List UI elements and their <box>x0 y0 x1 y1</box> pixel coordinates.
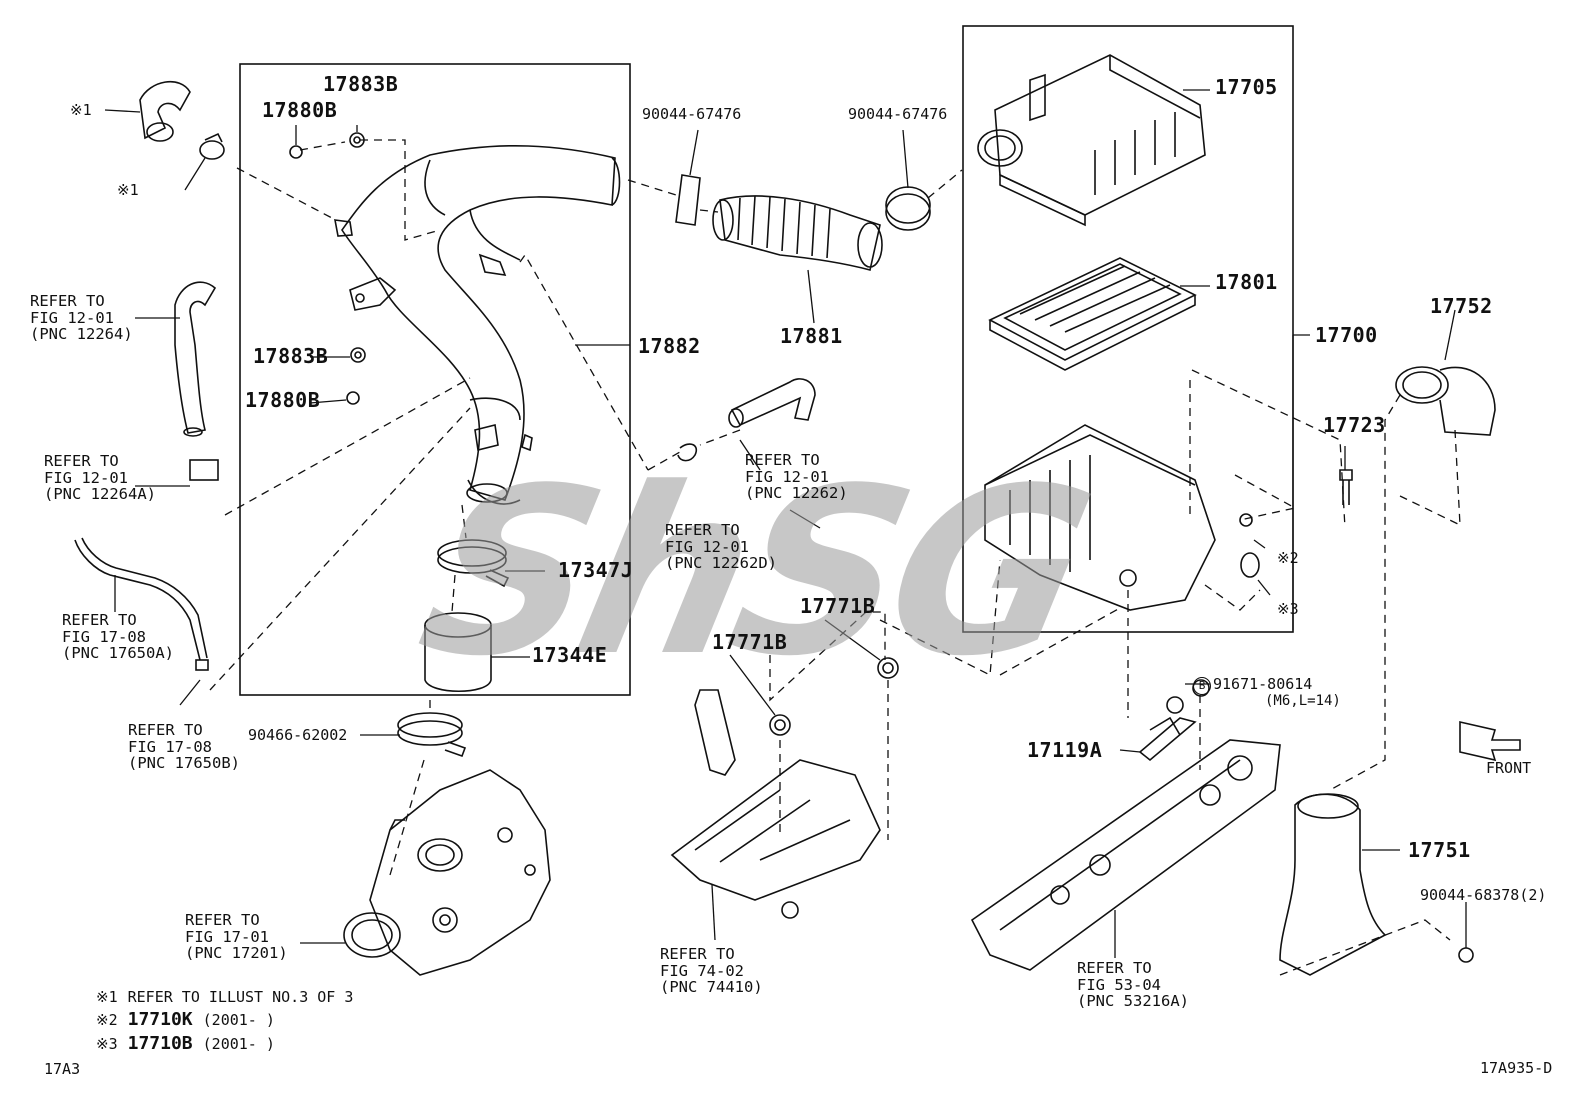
footnote-1: ※1 REFER TO ILLUST NO.3 OF 3 <box>96 988 354 1006</box>
figure-id: 17A935-D <box>1480 1059 1553 1077</box>
intake-pipe-group-box <box>239 63 631 696</box>
part-17771B-a: 17771B <box>712 630 788 654</box>
footnote-2: ※2 17710K (2001- ) <box>96 1008 275 1030</box>
part-17119A: 17119A <box>1027 738 1103 762</box>
part-17880B-mid: 17880B <box>245 388 321 412</box>
mark-1-top: ※1 <box>70 101 92 119</box>
duct-17751 <box>1279 793 1474 976</box>
bracket-74410 <box>670 657 899 919</box>
part-17801: 17801 <box>1215 270 1278 294</box>
mark-3: ※3 <box>1277 600 1299 618</box>
part-17880B-top: 17880B <box>262 98 338 122</box>
duct-17752 <box>1395 366 1496 436</box>
crossmember-53216A <box>970 696 1281 971</box>
page-id: 17A3 <box>44 1060 81 1078</box>
part-17881: 17881 <box>780 324 843 348</box>
part-90466-62002: 90466-62002 <box>248 726 348 744</box>
part-17344E: 17344E <box>532 643 608 667</box>
air-cleaner-cap-17705 <box>977 54 1206 227</box>
sleeve-17344E <box>424 612 492 693</box>
front-arrow-icon <box>1459 720 1521 762</box>
part-17752: 17752 <box>1430 294 1493 318</box>
hose-mark1 <box>139 80 225 160</box>
hose-12262 <box>677 378 816 462</box>
part-91671-spec: (M6,L=14) <box>1265 693 1341 709</box>
bolt-b-icon: B <box>1193 677 1211 695</box>
part-17883B-top: 17883B <box>323 72 399 96</box>
part-17347J: 17347J <box>558 558 634 582</box>
part-91671-80614: 91671-80614 <box>1213 675 1313 693</box>
clamp-17347J <box>437 539 510 588</box>
part-17883B-mid: 17883B <box>253 344 329 368</box>
part-17771B-b: 17771B <box>800 594 876 618</box>
footnote-3: ※3 17710B (2001- ) <box>96 1032 275 1054</box>
intake-pipe-17882 <box>334 144 621 505</box>
part-17751: 17751 <box>1408 838 1471 862</box>
part-90044-67476-b: 90044-67476 <box>848 105 948 123</box>
part-17705: 17705 <box>1215 75 1278 99</box>
mark-1-bottom: ※1 <box>117 181 139 199</box>
throttle-body <box>343 769 551 976</box>
footnotes: ※1 REFER TO ILLUST NO.3 OF 3 ※2 17710K (… <box>96 988 353 1055</box>
part-90044-67476-a: 90044-67476 <box>642 105 742 123</box>
part-17882: 17882 <box>638 334 701 358</box>
clamp-90466-62002 <box>397 712 467 758</box>
front-label: FRONT <box>1486 759 1532 777</box>
part-17700: 17700 <box>1315 323 1378 347</box>
part-90044-68378: 90044-68378(2) <box>1420 886 1547 904</box>
hose-17881 <box>675 174 931 271</box>
air-filter-17801 <box>988 257 1197 371</box>
mark-2: ※2 <box>1277 549 1299 567</box>
part-17723: 17723 <box>1323 413 1386 437</box>
breather-hose-17650 <box>74 537 209 671</box>
air-cleaner-case <box>984 424 1260 611</box>
hose-12264 <box>174 281 219 481</box>
